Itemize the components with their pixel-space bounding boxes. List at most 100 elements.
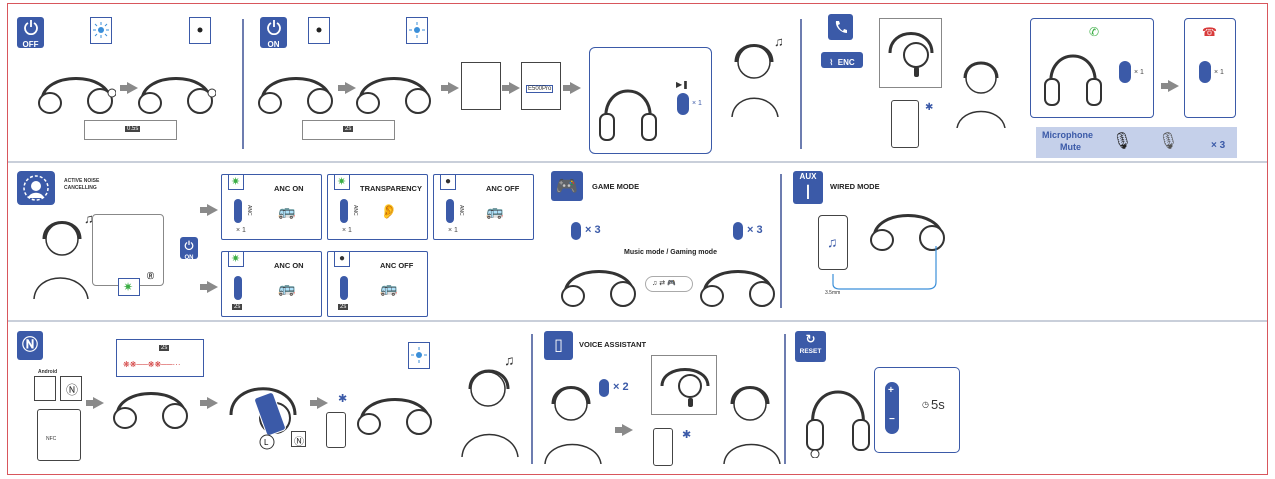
headphones-side-icon bbox=[113, 392, 188, 429]
listener-icon bbox=[544, 386, 602, 464]
button-icon bbox=[571, 222, 581, 240]
led-green-callout: ✷ bbox=[228, 174, 244, 190]
led-blue-flash-callout bbox=[408, 342, 430, 369]
led-dot-icon: ● bbox=[339, 253, 346, 264]
mode-label: ANC ON bbox=[274, 261, 304, 270]
hold-time: 2s bbox=[343, 126, 354, 132]
anc-mode-anc-on: ✷ ANC ON ANC × 1 🚌 bbox=[221, 174, 322, 240]
power-on-badge: ON bbox=[260, 17, 287, 49]
answer-call-callout: ✆ × 1 bbox=[1030, 18, 1154, 118]
nfc-icon: Ⓝ bbox=[66, 383, 79, 397]
svg-text:♫: ♫ bbox=[84, 211, 94, 226]
plus-icon: + bbox=[888, 385, 894, 396]
enc-mic-callout bbox=[879, 18, 942, 88]
svg-text:L: L bbox=[264, 438, 269, 447]
music-gamepad-icon: ♫ ⇄ 🎮 bbox=[652, 280, 676, 287]
press-count: × 1 bbox=[692, 100, 702, 107]
tap-phone-on-headphones-icon: L bbox=[229, 387, 297, 450]
headphones-side-icon bbox=[561, 270, 636, 307]
phone-screen-device-list: E500Pro bbox=[521, 62, 561, 110]
nfc-chip-icon: Ⓝ bbox=[60, 376, 82, 401]
listener-icon: ♫ bbox=[731, 34, 784, 117]
power-off-label: OFF bbox=[22, 40, 39, 49]
arrow-right bbox=[200, 281, 218, 293]
headphones-front-icon bbox=[1044, 54, 1102, 106]
hangup-call-callout: ☎ × 1 bbox=[1184, 18, 1236, 118]
transparency-person-icon: 👂 bbox=[380, 203, 398, 219]
led-off-callout: ● bbox=[334, 251, 350, 267]
anc-mode-anc-off-hold: ● ANC OFF 2s 🚌 bbox=[327, 251, 428, 317]
minus-icon: − bbox=[889, 414, 895, 425]
enc-badge: ⌇ ENC bbox=[821, 52, 863, 68]
anc-button-icon bbox=[340, 276, 348, 300]
led-green-icon: ✷ bbox=[231, 176, 241, 188]
headphones-side-icon bbox=[870, 214, 945, 251]
listener-icon: ♫ bbox=[33, 211, 94, 299]
mode-label: ANC OFF bbox=[486, 184, 520, 193]
mode-label: ANC ON bbox=[274, 184, 304, 193]
game-mode-badge: 🎮 bbox=[551, 171, 583, 201]
arrow-right bbox=[120, 82, 138, 94]
led-green-callout: ✷ bbox=[118, 278, 140, 296]
headphones-side-icon bbox=[258, 77, 333, 114]
anc-button-icon bbox=[446, 199, 454, 223]
noisy-bus-icon: 🚌 bbox=[486, 203, 504, 219]
wired-mode-title: WIRED MODE bbox=[830, 182, 880, 191]
press-count: × 3 bbox=[1211, 140, 1226, 151]
anc-button-icon bbox=[234, 276, 242, 300]
phone-screen-scan bbox=[461, 62, 501, 110]
led-flash-icon bbox=[411, 347, 427, 363]
caller-icon bbox=[956, 61, 1006, 128]
led-flash-icon bbox=[93, 22, 109, 38]
phone-music-icon: ♫ bbox=[818, 215, 848, 270]
play-pause-callout: ▶❚ × 1 bbox=[589, 47, 712, 154]
reset-label: RESET bbox=[799, 348, 822, 355]
press-count: × 1 bbox=[448, 227, 458, 234]
enc-label: ENC bbox=[837, 58, 855, 67]
button-icon bbox=[733, 222, 743, 240]
waveform-icon: ⌇ bbox=[829, 58, 834, 67]
bluetooth-icon: ✱ bbox=[682, 429, 692, 441]
led-red-blue-flash-icon: ❋❋──❋❋──··· bbox=[123, 360, 181, 369]
mic-mute-title: Microphone bbox=[1042, 130, 1093, 140]
press-count: × 1 bbox=[1214, 69, 1224, 76]
anc-head-icon bbox=[23, 175, 49, 201]
hangup-phone-icon: ☎ bbox=[1202, 25, 1217, 39]
led-off-callout bbox=[189, 17, 211, 44]
anc-side-label: ANC bbox=[246, 205, 252, 216]
headphones-front-icon bbox=[599, 89, 657, 141]
right-side-icon: Ⓡ bbox=[147, 273, 154, 280]
headphones-side-icon bbox=[356, 77, 431, 114]
arrow-right bbox=[200, 397, 218, 409]
timer-icon: ◷ bbox=[922, 400, 929, 409]
voice-assistant-title: VOICE ASSISTANT bbox=[579, 340, 647, 349]
play-pause-button-icon bbox=[677, 93, 689, 115]
column-separator bbox=[800, 19, 802, 149]
hold-time: 2s bbox=[338, 304, 349, 310]
headphones-mic-icon bbox=[888, 32, 934, 77]
svg-text:♫: ♫ bbox=[774, 34, 784, 49]
quiet-bus-icon: 🚌 bbox=[278, 280, 296, 296]
reset-badge: ↻ RESET bbox=[795, 331, 826, 362]
svg-text:♫: ♫ bbox=[504, 352, 515, 368]
arrow-right bbox=[1161, 80, 1179, 92]
listener-icon bbox=[723, 386, 781, 464]
hold-time: 2s bbox=[159, 345, 170, 351]
nfc-small-icon: Ⓝ bbox=[291, 431, 306, 448]
arrow-right bbox=[338, 82, 356, 94]
phone-icon bbox=[835, 21, 847, 33]
phone-nfc-toggle: NFC bbox=[37, 409, 81, 461]
noisy-bus-icon: 🚌 bbox=[380, 280, 398, 296]
quiet-bus-icon: 🚌 bbox=[278, 203, 296, 219]
led-flash-icon bbox=[409, 22, 425, 38]
column-separator bbox=[780, 174, 782, 308]
press-count: × 3 bbox=[747, 224, 763, 236]
press-count: × 1 bbox=[342, 227, 352, 234]
call-badge bbox=[828, 14, 853, 40]
arrow-right bbox=[200, 204, 218, 216]
led-blue-flash-callout bbox=[406, 17, 428, 44]
jack-size: 3.5mm bbox=[825, 290, 841, 296]
power-icon bbox=[266, 20, 281, 36]
press-count: × 1 bbox=[236, 227, 246, 234]
row-separator-2 bbox=[8, 320, 1267, 322]
